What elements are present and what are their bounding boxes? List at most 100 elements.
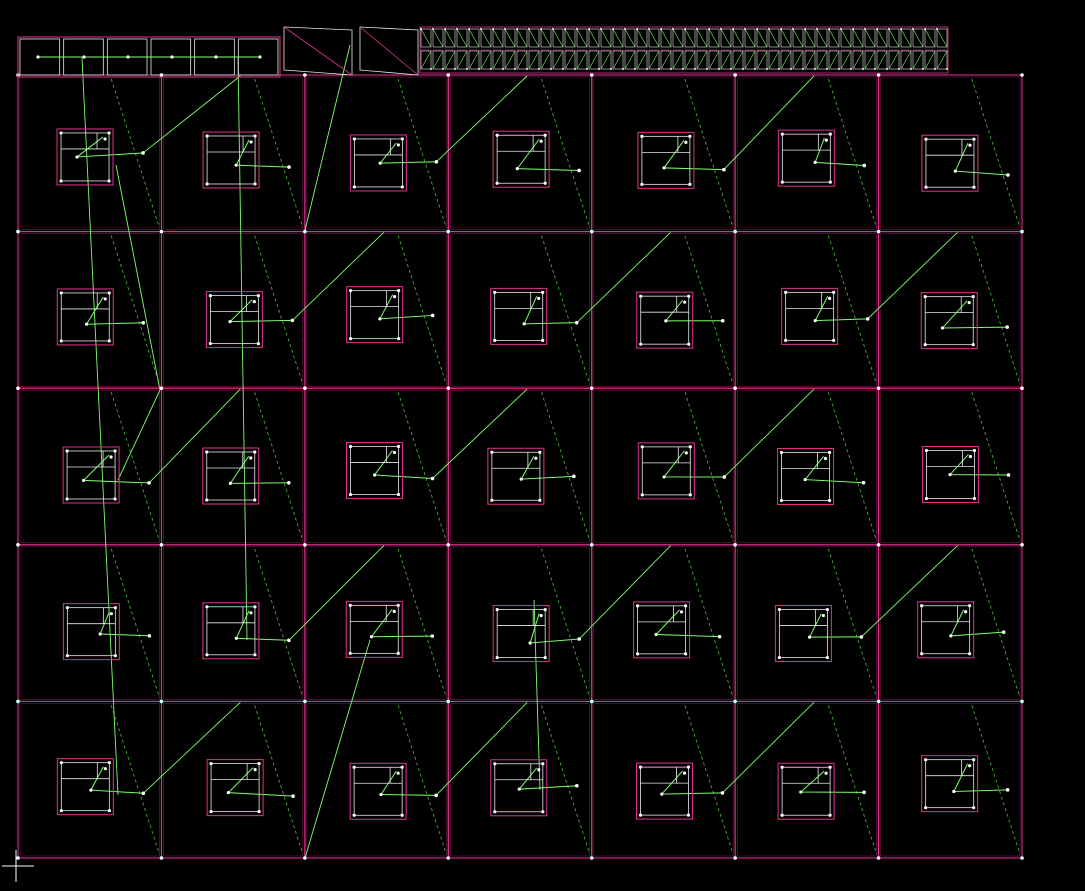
cross-link bbox=[288, 545, 385, 641]
node-point bbox=[253, 498, 257, 502]
grid-cell-inner bbox=[306, 389, 447, 544]
dense-band-point bbox=[516, 28, 518, 30]
dense-band-point bbox=[886, 68, 888, 70]
node-point bbox=[968, 652, 972, 656]
dashed-link bbox=[254, 705, 304, 855]
cross-link bbox=[861, 545, 958, 638]
dense-band-link bbox=[516, 28, 528, 48]
node-point bbox=[205, 182, 209, 186]
node-point bbox=[348, 444, 353, 449]
dense-band-point bbox=[492, 28, 494, 30]
node-point bbox=[539, 139, 543, 143]
cross-link bbox=[435, 701, 528, 796]
node-point bbox=[824, 138, 828, 142]
grid-cell-inner bbox=[19, 546, 160, 700]
dashed-link bbox=[684, 705, 734, 855]
dense-band-box bbox=[804, 50, 816, 70]
node-box-outer bbox=[56, 758, 114, 816]
dense-band-box bbox=[864, 50, 876, 70]
header-dense-band bbox=[419, 26, 949, 74]
dense-band-link bbox=[492, 28, 504, 48]
node-box-inner bbox=[349, 604, 399, 654]
dashed-link bbox=[254, 548, 304, 698]
node-point bbox=[924, 448, 929, 453]
header-strip bbox=[17, 26, 419, 78]
dense-band-point bbox=[684, 28, 686, 30]
dense-band-box bbox=[828, 50, 840, 70]
node-box-inner bbox=[778, 609, 828, 658]
dense-band-point bbox=[586, 68, 588, 70]
node-box-outer bbox=[633, 601, 691, 659]
dense-band-link bbox=[420, 50, 432, 70]
dense-band-link bbox=[804, 50, 816, 70]
dashed-link bbox=[254, 392, 304, 541]
node-box-inner bbox=[491, 451, 541, 501]
dense-band-link bbox=[696, 28, 708, 48]
node-box-inner bbox=[206, 135, 256, 185]
node-point bbox=[640, 134, 644, 138]
grid-vertex bbox=[733, 73, 737, 77]
node-box bbox=[205, 291, 263, 349]
dense-band-box bbox=[576, 28, 588, 48]
grid-cell-inner bbox=[306, 76, 447, 230]
grid-cell-inner bbox=[19, 389, 160, 544]
node-box-inner bbox=[60, 132, 110, 182]
dense-band-point bbox=[444, 28, 446, 30]
cross-link bbox=[143, 701, 241, 794]
dense-band-point bbox=[456, 28, 458, 30]
node-point bbox=[352, 765, 356, 769]
node-point bbox=[228, 481, 232, 485]
node-point bbox=[537, 768, 541, 772]
dense-band-link bbox=[528, 28, 540, 48]
node-box-outer bbox=[62, 446, 120, 504]
dense-band-box bbox=[624, 28, 636, 48]
dashed-link bbox=[541, 78, 591, 228]
dense-band-box bbox=[552, 28, 564, 48]
node-link bbox=[235, 610, 289, 641]
node-point bbox=[205, 450, 209, 454]
grid-vertex bbox=[733, 229, 737, 234]
node-point bbox=[577, 637, 581, 641]
node-box-outer bbox=[921, 134, 979, 192]
node-link bbox=[950, 609, 1004, 637]
node-point bbox=[862, 163, 867, 168]
dense-band-point bbox=[466, 68, 468, 70]
node-point bbox=[352, 137, 356, 141]
grid-cell-inner bbox=[450, 389, 590, 544]
grid-vertex bbox=[446, 73, 451, 77]
grid-cell-inner bbox=[880, 389, 1021, 544]
dense-band-link bbox=[708, 28, 720, 48]
grid-vertex bbox=[589, 856, 594, 860]
dense-band-point bbox=[658, 68, 660, 70]
node-point bbox=[517, 787, 521, 791]
node-point bbox=[493, 290, 497, 294]
grid-cell-inner bbox=[593, 703, 734, 857]
dashed-link bbox=[971, 548, 1021, 698]
dense-band-box bbox=[636, 28, 648, 48]
node-point bbox=[688, 493, 692, 497]
node-point bbox=[543, 133, 547, 137]
node-point bbox=[495, 655, 499, 660]
grid-vertex bbox=[446, 699, 451, 704]
dense-band-point bbox=[538, 68, 540, 70]
node-point bbox=[828, 180, 832, 184]
dense-band-box bbox=[600, 28, 612, 48]
dense-band-point bbox=[874, 68, 876, 70]
grid-vertex bbox=[16, 699, 20, 704]
dense-band-box bbox=[708, 28, 720, 48]
dashed-link bbox=[541, 235, 591, 385]
node-box-outer bbox=[345, 600, 403, 658]
node-box-inner bbox=[781, 452, 830, 501]
dense-band-point bbox=[756, 28, 758, 30]
dense-band-box bbox=[936, 50, 948, 70]
grid-vertex bbox=[16, 386, 20, 391]
node-point bbox=[827, 450, 832, 455]
node-box bbox=[777, 129, 835, 187]
node-point bbox=[813, 160, 817, 164]
node-point bbox=[534, 456, 538, 460]
header-point bbox=[82, 55, 86, 59]
dense-band-box bbox=[672, 50, 684, 70]
dense-band-box bbox=[540, 28, 552, 48]
